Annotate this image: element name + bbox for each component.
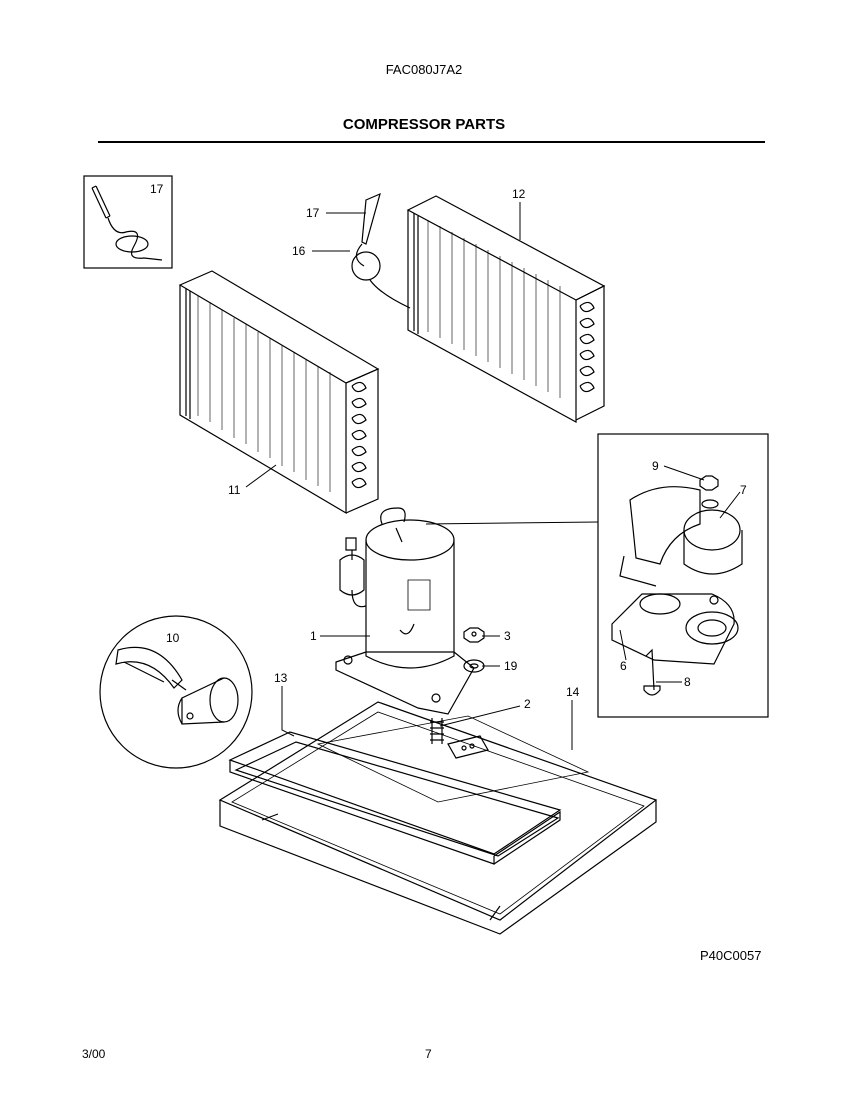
callout-2: 2 — [524, 697, 531, 711]
title-rule — [98, 141, 765, 143]
callout-11: 11 — [228, 483, 241, 497]
inset-circle-overload — [99, 615, 253, 769]
revision-date: 3/00 — [82, 1047, 106, 1061]
callout-14: 14 — [566, 685, 580, 699]
callout-16: 16 — [292, 244, 306, 258]
capillary-tube-16-17 — [351, 192, 411, 309]
callout-leaders — [245, 202, 741, 750]
nut-3 — [463, 627, 485, 643]
callout-7: 7 — [740, 483, 747, 497]
base-pan-14 — [218, 701, 658, 935]
page-number: 7 — [425, 1047, 432, 1061]
callout-10: 10 — [166, 631, 180, 645]
terminal-cover-inset — [597, 433, 769, 718]
inset-box-capillary-tube — [83, 175, 173, 269]
callout-12: 12 — [512, 187, 526, 201]
callout-13: 13 — [274, 671, 288, 685]
callout-17-inset: 17 — [150, 182, 164, 196]
grommet-19 — [463, 659, 485, 673]
callout-3: 3 — [504, 629, 511, 643]
diagram-code: P40C0057 — [700, 948, 762, 963]
callout-17: 17 — [306, 206, 320, 220]
callout-1: 1 — [310, 629, 317, 643]
coil-11 — [178, 270, 380, 515]
callout-9: 9 — [652, 459, 659, 473]
coil-12 — [406, 195, 606, 424]
model-number: FAC080J7A2 — [385, 62, 463, 77]
base-frame-13 — [228, 731, 562, 865]
compressor-1 — [335, 507, 475, 715]
callout-8: 8 — [684, 675, 691, 689]
callout-19: 19 — [504, 659, 518, 673]
callout-6: 6 — [620, 659, 627, 673]
page-title: COMPRESSOR PARTS — [342, 116, 506, 133]
